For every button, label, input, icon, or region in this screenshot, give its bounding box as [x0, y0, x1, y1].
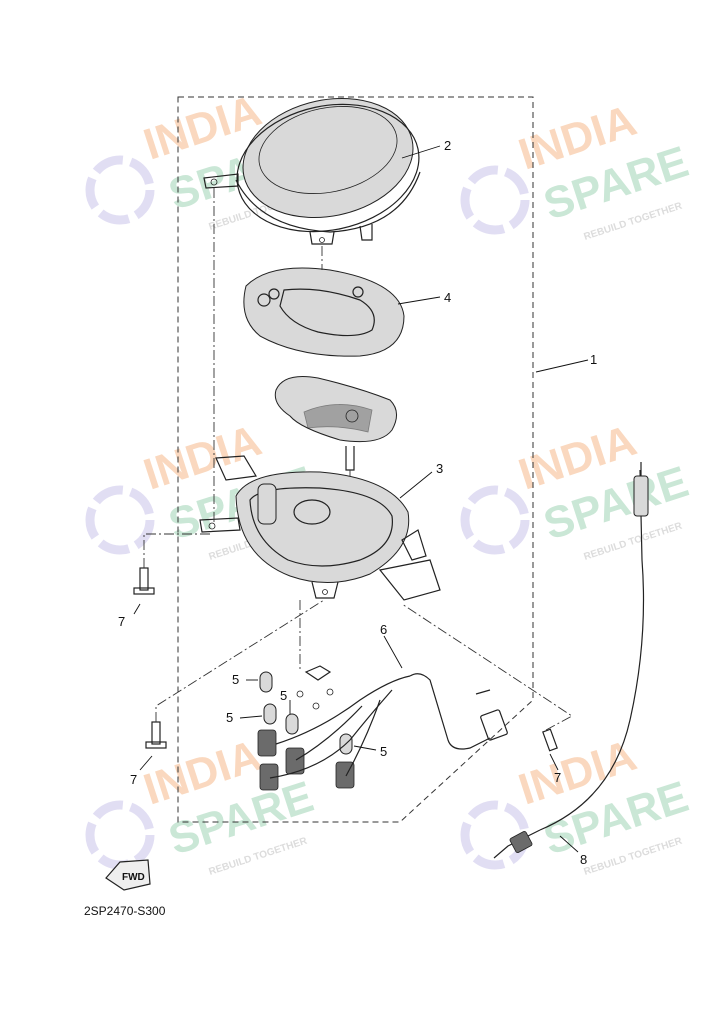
watermark-mid-right: INDIA SPARE REBUILD TOGETHER	[460, 416, 694, 563]
wrench-logo-icon	[460, 165, 530, 235]
callout-4: 4	[444, 290, 451, 305]
leader-lines	[133, 145, 589, 853]
callout-8: 8	[580, 852, 587, 867]
wrench-logo-icon	[85, 485, 155, 555]
wrench-logo-icon	[460, 800, 530, 870]
callout-7c: 7	[554, 770, 561, 785]
watermark-bottom-left: INDIA SPARE REBUILD TOGETHER	[85, 731, 319, 878]
meter-panel-part	[243, 267, 405, 357]
watermark-top-right: INDIA SPARE REBUILD TOGETHER	[460, 96, 694, 243]
screw-top-left	[133, 567, 155, 595]
callout-labels: 2 4 1 3 6 5 5 5 5 7 7 7 8	[118, 138, 597, 867]
callout-2: 2	[444, 138, 451, 153]
callout-3: 3	[436, 461, 443, 476]
callout-5d: 5	[380, 744, 387, 759]
callout-5b: 5	[226, 710, 233, 725]
callout-7a: 7	[118, 614, 125, 629]
screw-bottom-left	[145, 721, 167, 749]
fwd-label: FWD	[122, 872, 145, 883]
assembly-boundary	[177, 96, 534, 823]
speedometer-dial-part	[274, 376, 397, 540]
meter-cover-part	[203, 98, 421, 245]
callout-7b: 7	[130, 772, 137, 787]
diagram-code: 2SP2470-S300	[84, 904, 166, 918]
screw-parts	[133, 567, 558, 752]
callout-1: 1	[590, 352, 597, 367]
wrench-logo-icon	[85, 800, 155, 870]
wrench-logo-icon	[85, 155, 155, 225]
screw-right	[542, 728, 558, 752]
callout-6: 6	[380, 622, 387, 637]
callout-5a: 5	[232, 672, 239, 687]
fwd-arrow-icon: FWD	[105, 859, 151, 891]
speedometer-cable-part	[493, 462, 649, 859]
meter-case-part	[199, 455, 441, 601]
callout-5c: 5	[280, 688, 287, 703]
wrench-logo-icon	[460, 485, 530, 555]
wire-harness-part	[257, 665, 508, 791]
